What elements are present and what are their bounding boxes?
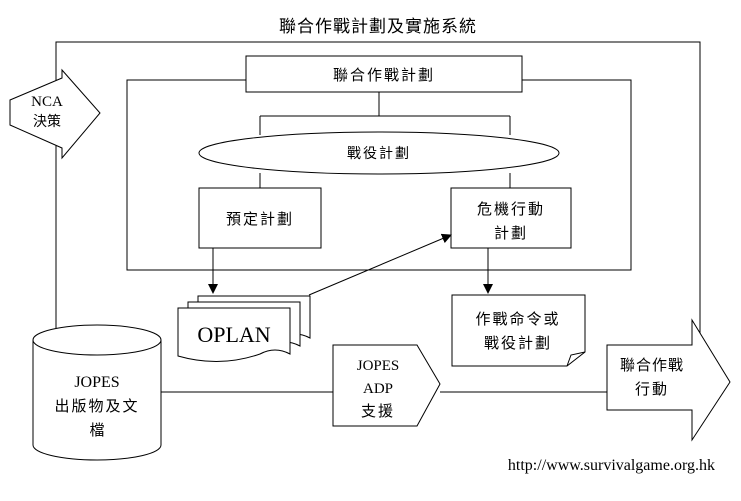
orders-label-line1: 作戰命令或 bbox=[475, 310, 560, 328]
crisis-plan-label-line2: 計劃 bbox=[494, 224, 528, 242]
campaign-plan-label: 戰役計劃 bbox=[347, 146, 411, 162]
jopes-adp-shape bbox=[332, 344, 441, 427]
orders-document-fold bbox=[566, 351, 586, 367]
arrow-oplan-crisis bbox=[308, 233, 452, 296]
deliberate-plan-label: 預定計劃 bbox=[226, 210, 294, 228]
joint-plan-label: 聯合作戰計劃 bbox=[333, 66, 435, 84]
campaign-plan-ellipse bbox=[198, 131, 560, 175]
jopes-pubs-line1: JOPES bbox=[74, 374, 119, 391]
jopes-adp-line1: JOPES bbox=[357, 358, 400, 374]
jopes-pubs-line2: 出版物及文 bbox=[54, 397, 139, 415]
crisis-plan-label-line1: 危機行動 bbox=[477, 200, 545, 218]
source-url: http://www.survivalgame.org.hk bbox=[508, 457, 715, 474]
jopes-adp-line2: ADP bbox=[363, 381, 393, 397]
diagram-title: 聯合作戰計劃及實施系統 bbox=[279, 17, 477, 37]
jopes-database-cylinder bbox=[32, 324, 162, 461]
jopes-pubs-line3: 檔 bbox=[89, 421, 104, 439]
joint-action-line1: 聯合作戰 bbox=[620, 356, 684, 374]
joint-plan-box bbox=[245, 55, 523, 93]
orders-label-line2: 戰役計劃 bbox=[484, 334, 552, 352]
nca-label: NCA bbox=[31, 94, 63, 110]
oplan-document-stack bbox=[177, 295, 311, 362]
oplan-label: OPLAN bbox=[197, 322, 270, 347]
outer-loop-line bbox=[55, 41, 701, 340]
joint-action-line2: 行動 bbox=[635, 380, 669, 398]
joint-action-arrow-shape bbox=[606, 318, 731, 442]
jopes-adp-line3: 支援 bbox=[361, 402, 395, 420]
orders-document bbox=[451, 294, 586, 367]
deliberate-plan-box bbox=[198, 187, 322, 249]
nca-decision-label: 決策 bbox=[33, 113, 61, 130]
nca-arrow-shape bbox=[9, 68, 101, 160]
crisis-plan-box bbox=[450, 187, 572, 249]
